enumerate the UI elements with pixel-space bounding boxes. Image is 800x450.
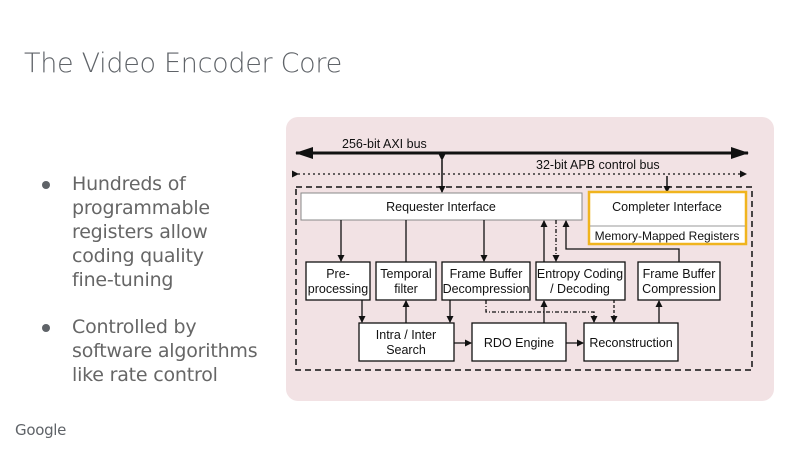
- entropy-coding-label: Entropy Coding: [537, 267, 623, 281]
- bullet-line: programmable: [72, 197, 210, 219]
- preprocessing-block: [305, 261, 371, 301]
- requester-interface-block: [300, 192, 583, 221]
- reconstruction-block: [583, 322, 679, 362]
- reconstruction-label: Reconstruction: [589, 336, 672, 350]
- frame-buffer-decompression-label: Decompression: [443, 282, 530, 296]
- bullet-line: like rate control: [72, 364, 218, 386]
- slide-title: The Video Encoder Core: [24, 48, 342, 79]
- temporal-filter-label: Temporal: [380, 267, 431, 281]
- entropy-coding-block: [535, 261, 626, 301]
- temporal-filter-label: filter: [394, 282, 418, 296]
- frame-buffer-decompression-label: Frame Buffer: [450, 267, 523, 281]
- frame-buffer-compression-label: Compression: [642, 282, 716, 296]
- bullet-item: Hundreds of programmable registers allow…: [38, 172, 278, 292]
- requester-interface-label: Requester Interface: [386, 200, 496, 214]
- rdo-engine-label: RDO Engine: [484, 336, 554, 350]
- frame-buffer-decompression-block: [441, 261, 531, 301]
- bullet-dot-icon: [42, 181, 50, 189]
- intra-inter-search-label: Search: [386, 343, 426, 357]
- preprocessing-label: processing: [308, 282, 368, 296]
- preprocessing-label: Pre-: [326, 267, 350, 281]
- bullet-line: Controlled by: [72, 316, 197, 338]
- memory-mapped-registers-label: Memory-Mapped Registers: [595, 229, 740, 243]
- bullet-item: Controlled by software algorithms like r…: [38, 315, 278, 387]
- bullet-line: registers allow: [72, 221, 208, 243]
- fb-decomp-to-recon-dashed-arrow: [485, 300, 598, 323]
- apb-bus-label: 32-bit APB control bus: [536, 158, 660, 172]
- completer-interface-label: Completer Interface: [612, 200, 722, 214]
- entropy-coding-label: / Decoding: [550, 282, 610, 296]
- bullet-line: Hundreds of: [72, 173, 186, 195]
- completer-group: [587, 190, 748, 246]
- bullet-dot-icon: [42, 324, 50, 332]
- frame-buffer-compression-label: Frame Buffer: [643, 267, 716, 281]
- fb-comp-to-requester-arrow: [562, 220, 680, 262]
- temporal-filter-block: [375, 261, 437, 301]
- bullet-list: Hundreds of programmable registers allow…: [38, 172, 278, 410]
- google-logo: Google: [15, 421, 67, 439]
- rdo-engine-block: [471, 322, 567, 362]
- bullet-line: coding quality: [72, 245, 204, 267]
- intra-inter-search-label: Intra / Inter: [376, 328, 436, 342]
- frame-buffer-compression-block: [637, 261, 721, 301]
- intra-inter-search-block: [358, 322, 455, 362]
- bullet-line: software algorithms: [72, 340, 258, 362]
- bullet-line: fine-tuning: [72, 269, 174, 291]
- axi-bus-label: 256-bit AXI bus: [342, 137, 427, 151]
